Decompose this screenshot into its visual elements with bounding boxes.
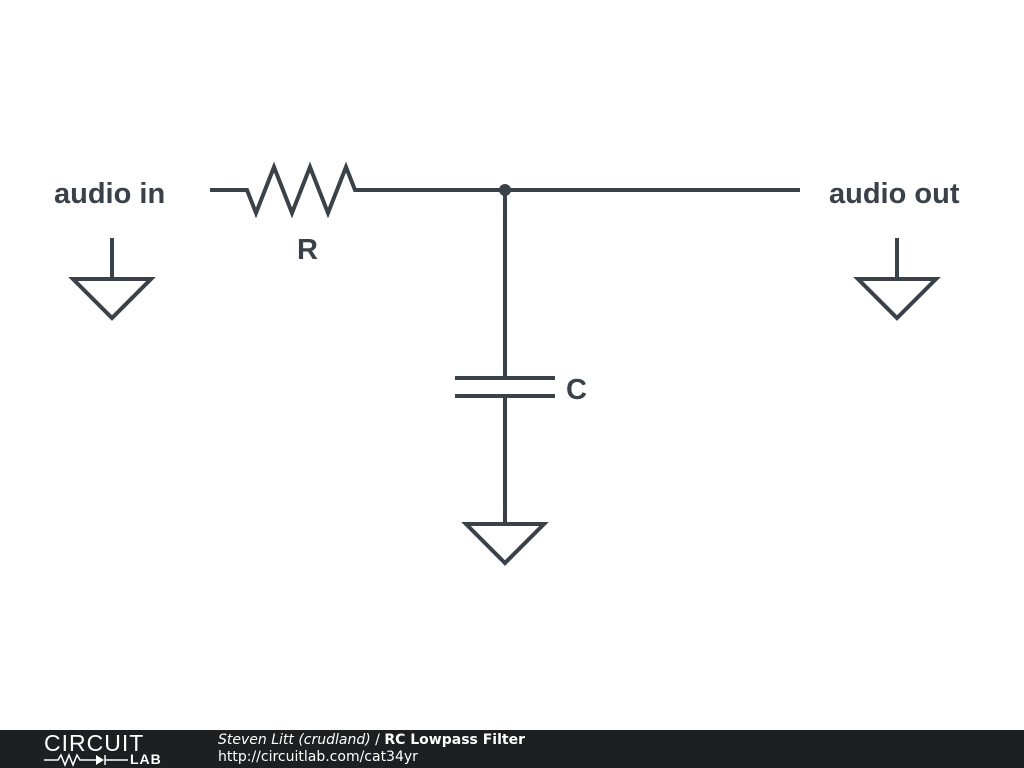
audio-out-label: audio out — [829, 178, 960, 210]
ground-icon — [461, 522, 549, 566]
author-link[interactable]: Steven Litt (crudland) — [218, 732, 371, 748]
credit-separator: / — [370, 732, 385, 748]
footer-bar: CIRCUIT LAB Steven Litt (crudland) / RC … — [0, 730, 1024, 768]
circuit-url[interactable]: http://circuitlab.com/cat34yr — [218, 749, 418, 765]
capacitor-label: C — [566, 374, 587, 406]
audio-in-label: audio in — [54, 178, 166, 210]
logo-text-circuit: CIRCUIT — [44, 730, 145, 756]
circuit-schematic — [68, 161, 941, 566]
circuit-title[interactable]: RC Lowpass Filter — [384, 732, 525, 748]
resistor-label: R — [297, 234, 318, 266]
junction-node — [499, 184, 511, 196]
circuitlab-logo[interactable]: CIRCUIT LAB — [44, 730, 174, 767]
logo-text-lab: LAB — [130, 751, 162, 767]
ground-icon — [853, 277, 941, 321]
resistor-diode-icon — [44, 753, 128, 767]
circuit-credit: Steven Litt (crudland) / RC Lowpass Filt… — [218, 732, 525, 766]
resistor-r — [210, 161, 364, 219]
ground-icon — [68, 277, 156, 321]
